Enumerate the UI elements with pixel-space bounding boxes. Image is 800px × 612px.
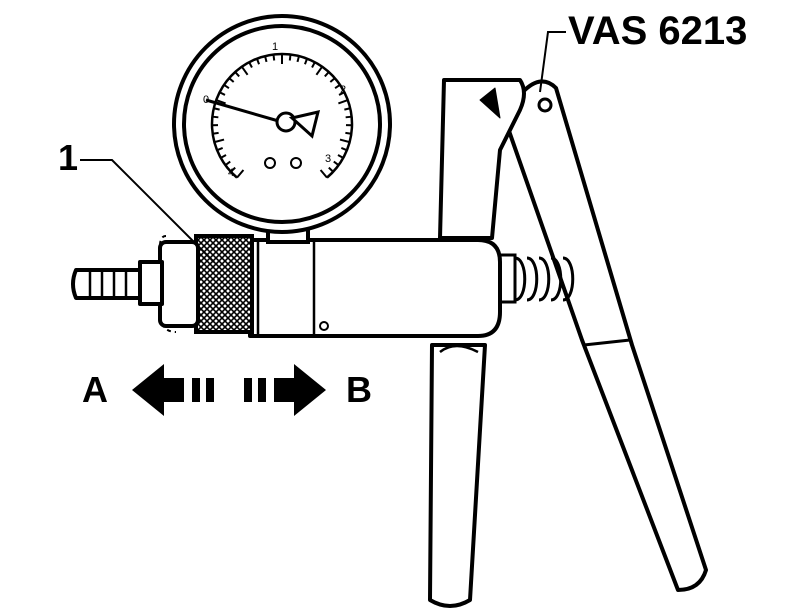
gauge-number: 4	[228, 167, 234, 179]
direction-a-label: A	[82, 369, 108, 410]
gauge-tick	[319, 169, 328, 179]
gauge-screw	[264, 157, 276, 169]
direction-arrow-left	[132, 364, 214, 416]
gauge-tick	[214, 138, 225, 144]
gauge-tick	[338, 99, 349, 105]
gauge-scale-arc	[210, 52, 354, 179]
gauge-tick	[339, 138, 350, 144]
gauge-tick	[241, 66, 249, 76]
gauge-needle	[205, 98, 283, 124]
gauge-tick	[315, 66, 323, 76]
direction-b-label: B	[346, 369, 372, 410]
lever-handle	[506, 79, 708, 592]
direction-arrow-right	[244, 364, 326, 416]
pump-body	[248, 238, 502, 338]
lower-handle	[428, 343, 487, 608]
part-number-label: 1	[58, 137, 78, 178]
gauge-screw	[290, 157, 302, 169]
gauge-tick	[236, 169, 245, 179]
leader-lines	[80, 31, 566, 263]
gauge-tick-marks	[210, 52, 354, 179]
gauge-pointer-tail	[288, 109, 321, 139]
gauge-tick	[215, 99, 226, 105]
pressure-gauge: 1 0 2 3 4	[172, 14, 392, 244]
upper-frame	[438, 78, 526, 240]
hose-connector	[71, 235, 200, 333]
gauge-number: 3	[325, 153, 331, 165]
gauge-hub	[275, 111, 297, 133]
gauge-number: 2	[340, 84, 346, 96]
gauge-number: 1	[272, 41, 278, 53]
knurled-ring	[194, 234, 254, 334]
tool-name-label: VAS 6213	[568, 9, 747, 53]
